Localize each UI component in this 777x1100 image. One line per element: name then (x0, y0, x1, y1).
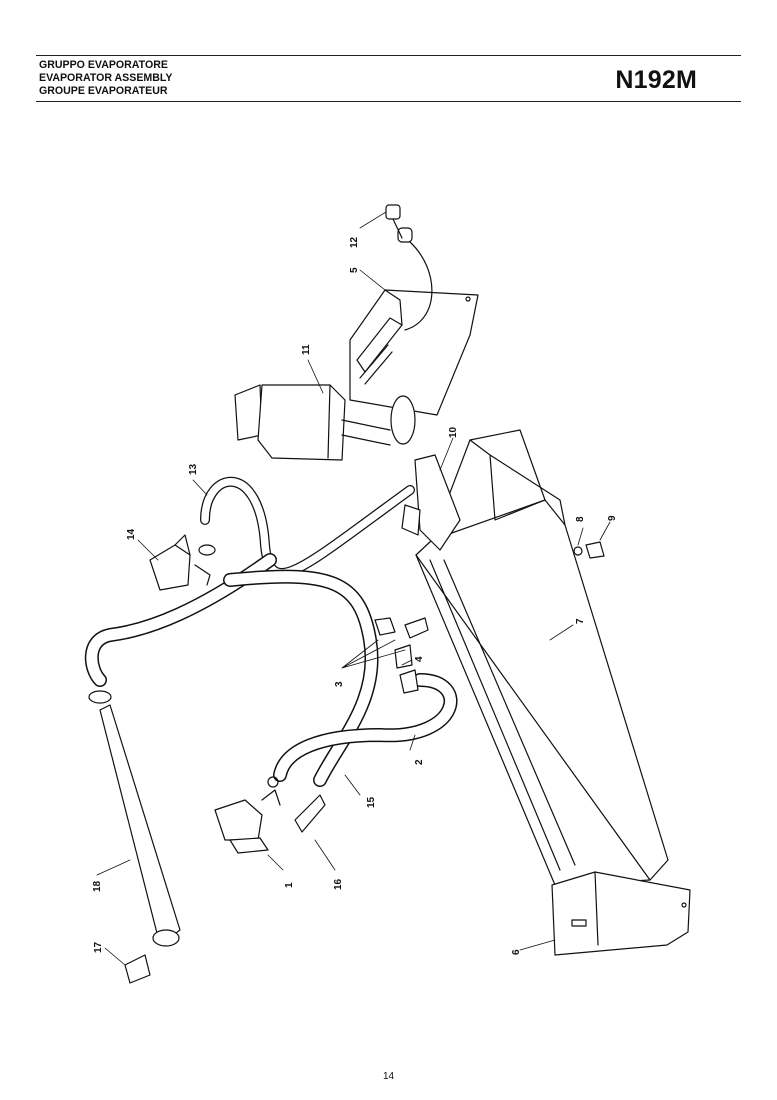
header-top-rule (36, 55, 741, 56)
page-number: 14 (382, 1071, 395, 1082)
drain-hose-long (84, 553, 277, 687)
label-part-12: 12 (349, 236, 360, 248)
label-part-18: 18 (92, 880, 103, 892)
gear-motor (234, 384, 416, 461)
label-part-6: 6 (511, 949, 522, 955)
drain-tube-upper (200, 476, 415, 578)
header-bottom-rule (36, 101, 741, 102)
hose-clip-17 (124, 954, 151, 984)
label-part-9: 9 (607, 515, 618, 521)
part-labels: 12 5 11 10 13 14 8 9 7 4 3 2 15 1 16 18 … (92, 236, 618, 955)
label-part-1: 1 (284, 882, 295, 888)
fitting-16 (294, 794, 326, 833)
label-part-16: 16 (333, 878, 344, 890)
water-distributor (401, 454, 461, 551)
solenoid-valve-1 (214, 776, 281, 854)
label-part-4: 4 (414, 656, 425, 662)
label-part-11: 11 (301, 344, 312, 355)
label-part-13: 13 (188, 463, 199, 475)
nut-and-washer (573, 541, 605, 559)
leader-lines (96, 211, 611, 966)
end-plate (551, 871, 691, 956)
title-italian: GRUPPO EVAPORATORE (39, 59, 168, 71)
drain-tube-18 (88, 690, 181, 947)
header-titles: GRUPPO EVAPORATORE EVAPORATOR ASSEMBLY G… (39, 59, 172, 98)
title-french: GROUPE EVAPORATEUR (39, 85, 168, 97)
label-part-15: 15 (366, 796, 377, 808)
label-part-2: 2 (414, 759, 425, 765)
label-part-8: 8 (575, 516, 586, 522)
title-english: EVAPORATOR ASSEMBLY (39, 72, 173, 84)
label-part-7: 7 (575, 618, 586, 624)
solenoid-valve-14 (149, 534, 216, 591)
fittings-3-4 (374, 617, 429, 694)
label-part-17: 17 (93, 941, 104, 953)
label-part-14: 14 (126, 528, 137, 540)
label-part-3: 3 (334, 681, 345, 687)
label-part-10: 10 (448, 426, 459, 438)
water-hose-2 (273, 673, 458, 782)
model-code: N192M (615, 66, 697, 94)
evaporator-trough (415, 429, 669, 886)
evaporator-plate (349, 289, 479, 416)
label-part-5: 5 (349, 267, 360, 273)
